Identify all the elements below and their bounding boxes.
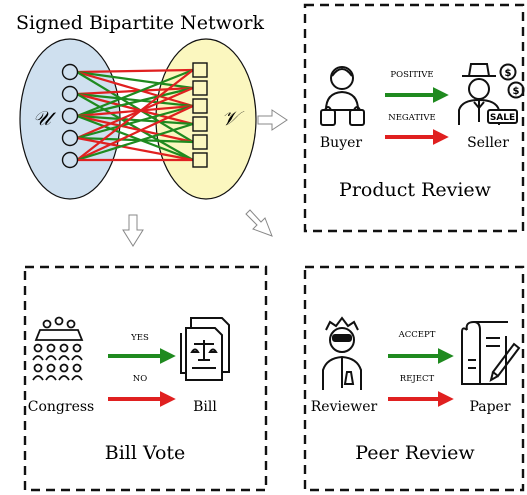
buyer-label: Buyer bbox=[320, 135, 362, 151]
positive-edge bbox=[76, 136, 194, 144]
panel-title: Product Review bbox=[339, 179, 492, 201]
u-node-group bbox=[61, 63, 79, 169]
coin-symbol-2: $ bbox=[513, 86, 520, 97]
reject-label: REJECT bbox=[400, 374, 435, 384]
congress-label: Congress bbox=[28, 399, 94, 415]
reviewer-icon bbox=[322, 316, 362, 390]
panel-bill-vote: Congress YES NO Bill Bill Vote bbox=[23, 265, 268, 492]
reviewer-label: Reviewer bbox=[311, 399, 378, 415]
negative-edge bbox=[76, 86, 194, 140]
hollow-arrow-right bbox=[257, 109, 288, 131]
bipartite-network: Signed Bipartite Network 𝒰 𝒱 bbox=[16, 12, 264, 200]
hollow-arrow-down bbox=[122, 214, 144, 247]
positive-label: POSITIVE bbox=[390, 70, 433, 80]
negative-edge bbox=[76, 105, 194, 161]
v-node bbox=[192, 116, 208, 132]
negative-label: NEGATIVE bbox=[388, 113, 435, 123]
u-node bbox=[61, 129, 79, 147]
positive-edge bbox=[76, 114, 194, 126]
congress-icon bbox=[32, 316, 84, 381]
panel-title: Peer Review bbox=[355, 442, 475, 464]
panel-frame bbox=[303, 265, 525, 492]
coin-symbol-1: $ bbox=[505, 68, 512, 79]
seller-icon bbox=[458, 63, 525, 125]
v-node bbox=[192, 80, 208, 96]
negative-edge bbox=[76, 70, 194, 108]
accept-label: ACCEPT bbox=[398, 330, 436, 340]
network-title: Signed Bipartite Network bbox=[16, 12, 264, 34]
negative-edge bbox=[76, 92, 194, 126]
yes-label: YES bbox=[130, 333, 149, 343]
v-node-group bbox=[192, 62, 208, 168]
paper-label: Paper bbox=[469, 399, 510, 415]
u-node bbox=[61, 107, 79, 125]
panel-title: Bill Vote bbox=[105, 442, 186, 464]
sale-tag: SALE bbox=[490, 113, 515, 123]
negative-edge bbox=[76, 136, 194, 162]
bill-icon bbox=[180, 317, 230, 381]
v-node bbox=[192, 134, 208, 150]
no-label: NO bbox=[133, 374, 147, 384]
buyer-icon bbox=[320, 66, 365, 126]
positive-edge bbox=[76, 86, 194, 118]
v-node bbox=[192, 152, 208, 168]
u-node bbox=[61, 85, 79, 103]
negative-edge bbox=[76, 104, 194, 118]
v-node bbox=[192, 62, 208, 78]
panel-frame bbox=[303, 3, 525, 233]
positive-edge bbox=[76, 104, 194, 140]
negative-edge bbox=[76, 68, 194, 74]
v-node bbox=[192, 98, 208, 114]
seller-label: Seller bbox=[467, 135, 509, 151]
bill-label: Bill bbox=[193, 399, 217, 415]
panel-product-review: Buyer POSITIVE NEGATIVE $ $ SALE Seller … bbox=[303, 3, 525, 233]
positive-edge bbox=[76, 92, 194, 108]
negative-edge bbox=[76, 69, 194, 161]
u-node bbox=[61, 63, 79, 81]
positive-edge bbox=[76, 114, 194, 162]
panel-frame bbox=[23, 265, 268, 492]
negative-edge bbox=[76, 114, 194, 144]
panel-peer-review: Reviewer ACCEPT REJECT Paper Peer Review bbox=[303, 265, 525, 492]
hollow-arrow-diagonal bbox=[245, 209, 273, 237]
paper-icon bbox=[461, 321, 521, 385]
positive-edge bbox=[76, 93, 194, 161]
negative-edge bbox=[76, 86, 194, 96]
edge-group bbox=[76, 68, 194, 162]
positive-edge bbox=[76, 122, 194, 162]
positive-edge bbox=[76, 68, 194, 118]
u-node bbox=[61, 151, 79, 169]
